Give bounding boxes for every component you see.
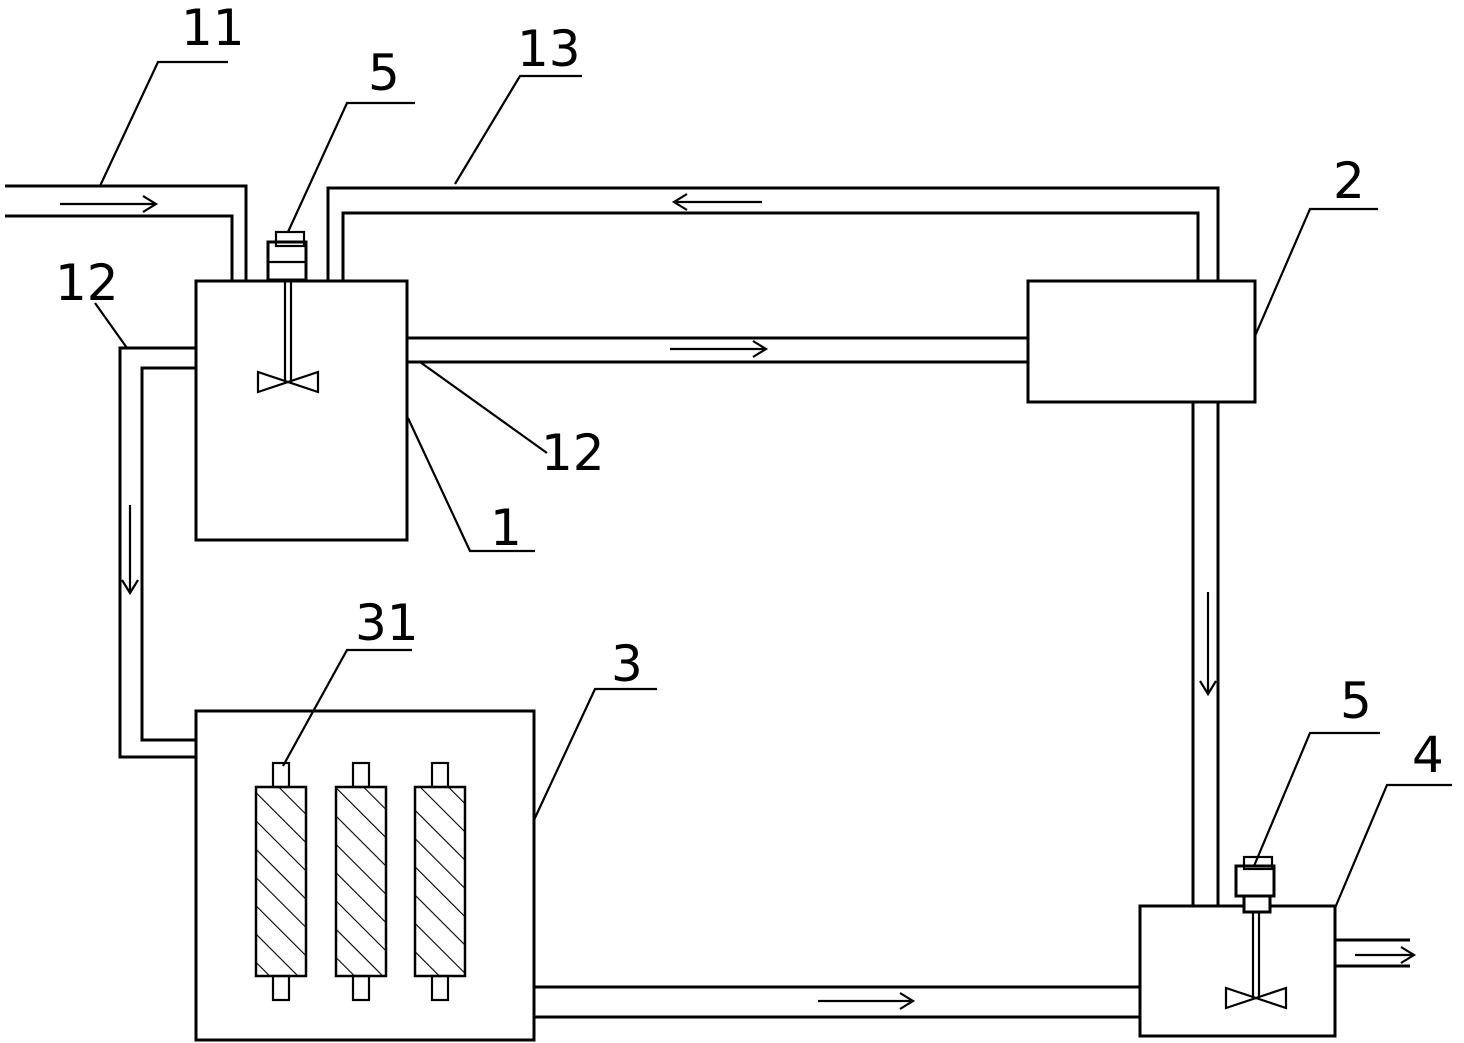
label-31: 31 <box>355 594 419 652</box>
label-4: 4 <box>1412 726 1444 784</box>
stirrer-motor-top <box>266 230 308 282</box>
label-12-left: 12 <box>55 254 119 312</box>
stirrer-blade-tank-1 <box>256 280 320 394</box>
forward-flow-arrow-top <box>670 340 769 358</box>
pipe-12-left <box>118 346 196 759</box>
label-12-right: 12 <box>541 424 605 482</box>
label-5-bottom: 5 <box>1340 672 1372 730</box>
unit-2 <box>1026 279 1257 404</box>
outlet-pipe <box>1335 938 1410 968</box>
inlet-flow-arrow <box>60 195 159 213</box>
label-5-top: 5 <box>368 44 400 102</box>
pipe-2-to-4 <box>1191 402 1220 907</box>
down-flow-arrow-left <box>121 505 139 596</box>
leader-lines <box>94 60 1452 909</box>
forward-flow-arrow-bottom <box>818 992 916 1010</box>
return-pipe-13 <box>326 186 1220 282</box>
tank-1 <box>194 279 409 542</box>
label-13: 13 <box>517 20 581 78</box>
label-11: 11 <box>181 0 245 57</box>
electrode-rod-2 <box>334 761 388 1002</box>
down-flow-arrow-right <box>1199 592 1217 697</box>
pipe-3-to-4 <box>534 985 1140 1019</box>
label-3: 3 <box>611 635 643 693</box>
tank-4 <box>1138 904 1337 1038</box>
electrode-rod-3 <box>413 761 467 1002</box>
inlet-pipe-11 <box>5 184 248 282</box>
return-flow-arrow <box>671 193 762 211</box>
outlet-flow-arrow <box>1355 946 1417 964</box>
electrode-rod-1 <box>254 761 308 1002</box>
label-2: 2 <box>1333 152 1365 210</box>
label-1: 1 <box>490 499 522 557</box>
stirrer-blade-tank-4 <box>1224 912 1288 1010</box>
pipe-12-right <box>406 336 1028 364</box>
stirrer-motor-bottom <box>1234 855 1276 914</box>
